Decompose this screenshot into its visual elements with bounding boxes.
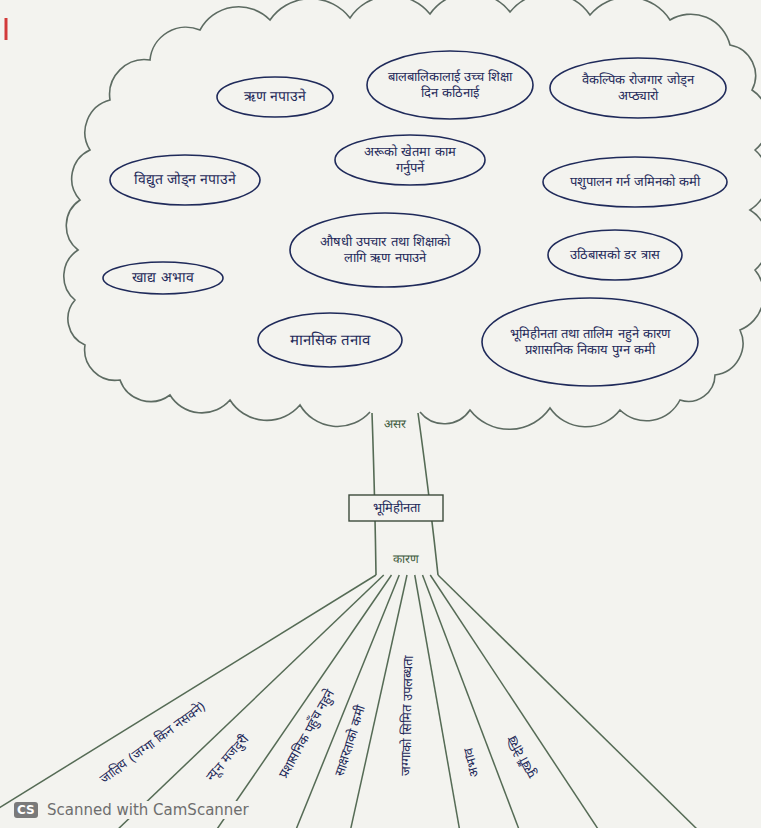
effect-oval: पशुपालन गर्न जमिनको कमी xyxy=(542,156,728,208)
root-cause: पुर्खौं देखि xyxy=(504,733,539,781)
effect-oval: खाद्य अभाव xyxy=(102,261,224,295)
effect-oval: उठिबासको डर त्रास xyxy=(547,229,683,281)
trunk-line xyxy=(372,413,376,575)
oval-shape xyxy=(550,58,726,118)
root-cause: न्यून मजदुरी xyxy=(203,732,252,784)
node-text: पशुपालन गर्न जमिनको कमी xyxy=(565,174,706,190)
pen-mark xyxy=(5,18,8,40)
effect-oval: विद्युत जोड्न नपाउने xyxy=(109,154,261,206)
root-cause: अभाव xyxy=(460,747,483,779)
canopy-outline xyxy=(64,0,761,429)
node-text: अरूको खेतमा काम गर्नुपर्ने xyxy=(352,144,468,177)
root-line xyxy=(438,575,700,828)
node-text: विद्युत जोड्न नपाउने xyxy=(127,171,243,189)
node-text: भूमिहीनता तथा तालिम नहुने कारण प्रशासनिक… xyxy=(507,326,673,359)
oval-shape xyxy=(482,298,698,386)
root-cause: जग्गाको सिमित उपलब्धता xyxy=(398,656,416,777)
watermark: CS xyxy=(14,802,38,818)
effect-oval: भूमिहीनता तथा तालिम नहुने कारण प्रशासनिक… xyxy=(481,297,699,387)
effect-oval: औषधी उपचार तथा शिक्षाको लागि ऋण नपाउने xyxy=(289,212,481,288)
effects-heading: असर xyxy=(382,417,408,431)
trunk-line xyxy=(418,413,438,575)
root-line xyxy=(115,575,384,828)
root-line xyxy=(0,575,376,828)
node-text: मानसिक तनाव xyxy=(275,331,386,350)
root-line xyxy=(423,575,521,828)
effect-oval: मानसिक तनाव xyxy=(257,312,403,368)
oval-shape xyxy=(290,213,480,287)
node-text: ऋण नपाउने xyxy=(230,88,320,106)
roots xyxy=(0,575,700,828)
watermark: Scanned with CamScanner xyxy=(44,801,252,819)
oval-shape xyxy=(258,313,402,367)
causes-heading: कारण xyxy=(391,552,421,566)
root-line xyxy=(215,575,392,828)
effect-oval: अरूको खेतमा काम गर्नुपर्ने xyxy=(334,134,486,186)
root-cause: साक्षरताको कमी xyxy=(331,703,368,778)
node-text: औषधी उपचार तथा शिक्षाको लागि ऋण नपाउने xyxy=(312,234,458,267)
node-text: बालबालिकालाई उच्च शिक्षा दिन कठिनाई xyxy=(386,69,514,102)
root-cause: प्रशासनिक पहुँच नहुने xyxy=(276,687,338,781)
effect-oval: वैकल्पिक रोजगार जोड्न अप्ठ्यारो xyxy=(549,57,727,119)
node-text: उठिबासको डर त्रास xyxy=(564,247,667,263)
trunk xyxy=(372,413,438,575)
root-cause: जातिय (जग्गा किन नसक्ने) xyxy=(97,699,209,787)
effect-oval: बालबालिकालाई उच्च शिक्षा दिन कठिनाई xyxy=(366,50,534,120)
oval-shape xyxy=(543,157,727,207)
oval-shape xyxy=(367,51,533,119)
oval-shape xyxy=(103,262,223,294)
core-problem-box: भूमिहीनता xyxy=(348,494,444,522)
effect-oval: ऋण नपाउने xyxy=(216,76,334,118)
oval-shape xyxy=(335,135,485,185)
node-text: खाद्य अभाव xyxy=(117,269,210,287)
node-text: भूमिहीनता xyxy=(353,500,439,516)
oval-shape xyxy=(548,230,682,280)
box-shape xyxy=(349,495,443,521)
node-text: वैकल्पिक रोजगार जोड्न अप्ठ्यारो xyxy=(571,72,706,105)
root-line xyxy=(350,575,407,828)
root-line xyxy=(430,575,600,828)
oval-shape xyxy=(217,77,333,117)
oval-shape xyxy=(110,155,260,205)
root-line xyxy=(295,575,399,828)
